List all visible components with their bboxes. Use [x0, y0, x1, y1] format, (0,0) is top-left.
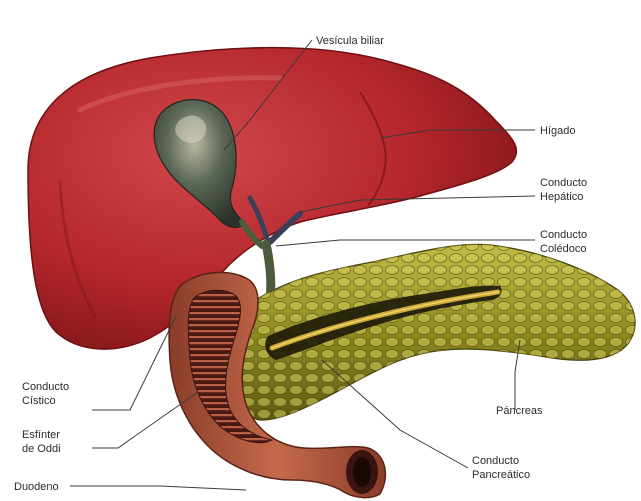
label-pancreatic-duct: Conducto Pancreático: [472, 455, 530, 481]
label-sphincter-oddi: Esfínter de Oddi: [22, 429, 63, 455]
label-pancreas: Páncreas: [496, 405, 543, 417]
label-gallbladder: Vesícula biliar: [316, 35, 384, 47]
label-cystic-duct: Conducto Cístico: [22, 381, 72, 407]
label-duodenum: Duodeno: [14, 481, 59, 493]
label-liver: Hígado: [540, 125, 575, 137]
pancreas: [235, 244, 635, 420]
label-hepatic-duct: Conducto Hepático: [540, 177, 590, 203]
label-common-bile-duct: Conducto Colédoco: [540, 229, 590, 255]
